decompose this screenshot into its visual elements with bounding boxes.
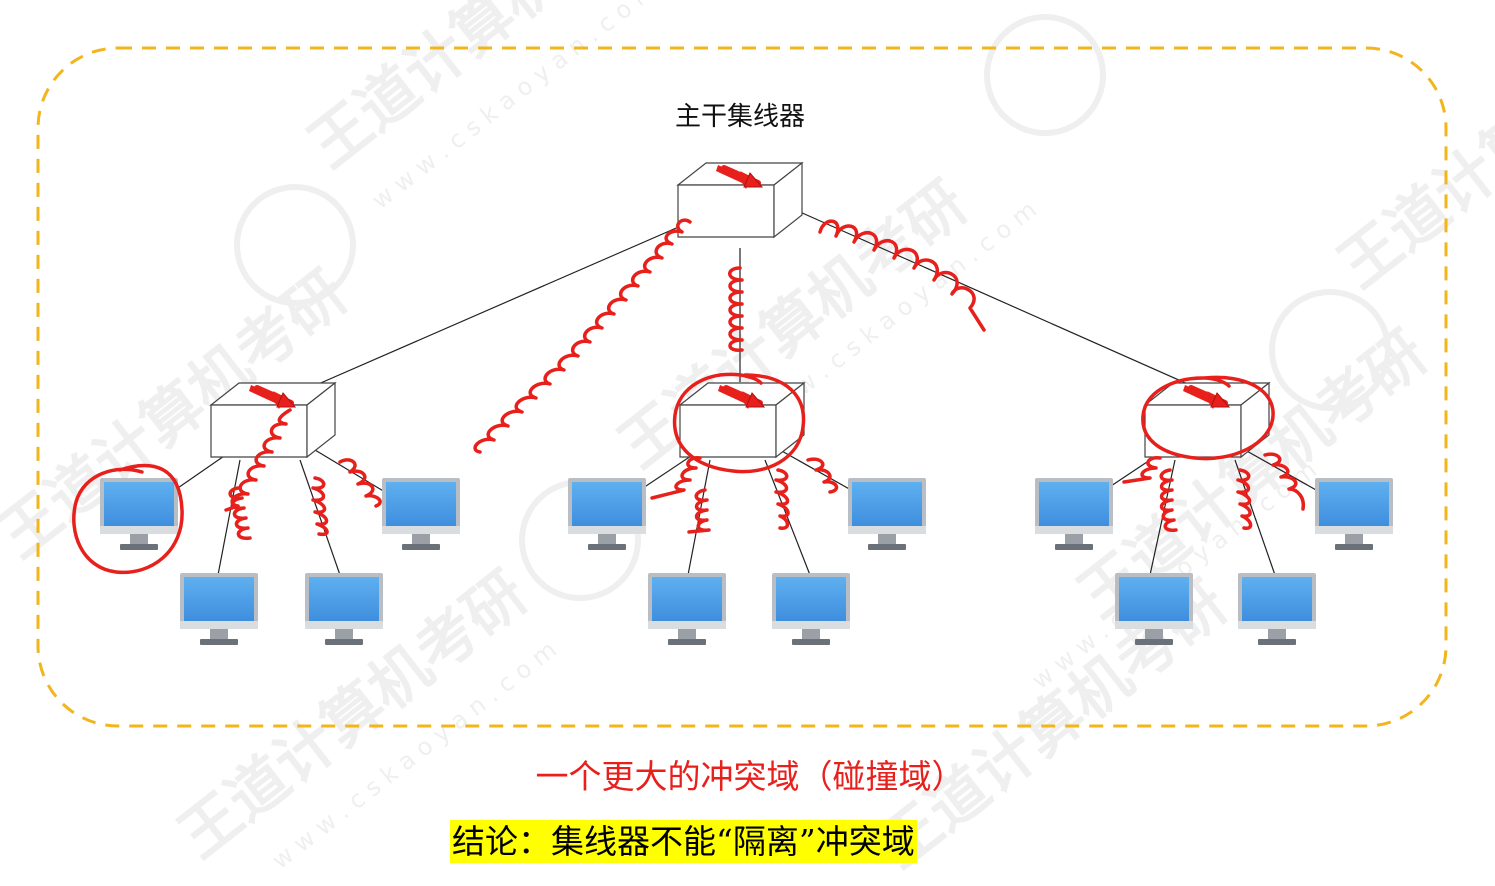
- computer: [305, 573, 383, 645]
- signal-coil-right-down1: [1159, 468, 1178, 532]
- signal-annotations: [72, 218, 1306, 575]
- computer: [848, 478, 926, 550]
- watermark-brand: 王道计算机考研: [1326, 0, 1495, 302]
- conclusion-text: 结论：集线器不能“隔离”冲突域: [450, 820, 917, 863]
- signal-coil-backbone-left: [473, 218, 692, 454]
- computer: [382, 478, 460, 550]
- computer: [648, 573, 726, 645]
- signal-coil-mid-right: [806, 457, 839, 494]
- circle-right-hub: [1141, 375, 1275, 461]
- signal-coil-left-down2: [311, 476, 329, 537]
- watermark-seal: [984, 14, 1106, 136]
- backbone-hub: [678, 163, 802, 237]
- watermark-seal: [1269, 289, 1391, 411]
- computer: [1315, 478, 1393, 550]
- collision-domain-boundary: [36, 46, 1448, 728]
- cable-backbone-right: [799, 211, 1191, 386]
- signal-coil-mid-down2: [774, 468, 790, 530]
- signal-coil-left-hub: [224, 408, 292, 512]
- watermark-seal: [234, 184, 356, 306]
- computer: [100, 478, 178, 550]
- circle-middle-hub: [672, 372, 806, 474]
- collision-domain-caption: 一个更大的冲突域（碰撞域）: [535, 757, 965, 796]
- signal-coil-right-right: [1263, 452, 1306, 511]
- signal-coil-mid-left: [650, 456, 702, 500]
- signal-coil-right-left: [1122, 456, 1162, 484]
- computer: [1238, 573, 1316, 645]
- computer: [568, 478, 646, 550]
- hub-left: [211, 383, 335, 457]
- signal-coil-mid-down1: [687, 488, 711, 534]
- computer: [1035, 478, 1113, 550]
- signal-coil-right-down2: [1236, 468, 1253, 530]
- cable-backbone-left: [299, 221, 691, 393]
- signal-coil-backbone-middle: [728, 266, 744, 352]
- computer: [772, 573, 850, 645]
- signal-coil-left-right: [338, 458, 382, 508]
- backbone-hub-label: 主干集线器: [674, 102, 805, 132]
- circle-sender-computer: [72, 463, 184, 575]
- signal-coil-left-down1: [228, 486, 252, 540]
- signal-coil-backbone-right: [818, 219, 986, 332]
- computer: [180, 573, 258, 645]
- hub-middle: [680, 383, 804, 457]
